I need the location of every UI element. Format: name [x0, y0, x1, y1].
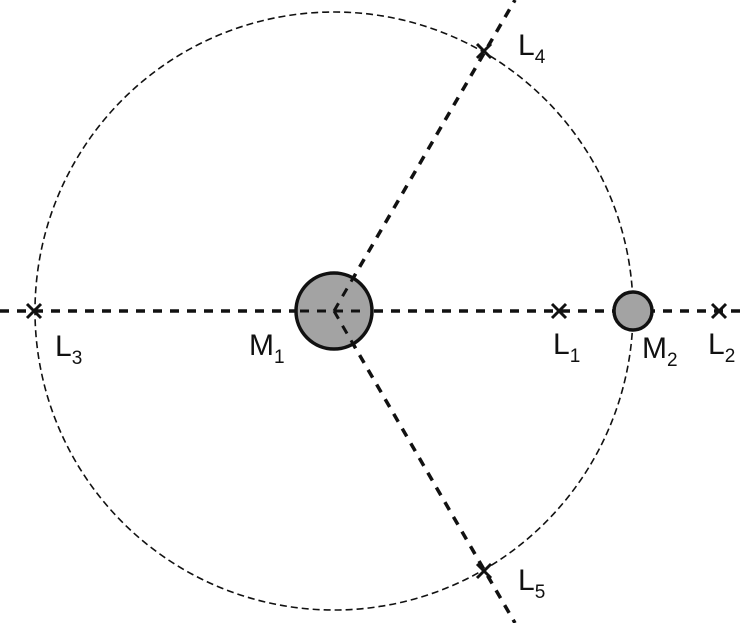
label-l5: L5 — [518, 564, 545, 603]
label-m1: M1 — [249, 329, 285, 368]
l5-marker — [475, 562, 493, 580]
l3-marker — [25, 302, 43, 320]
label-l4: L4 — [518, 29, 546, 68]
label-l1: L1 — [553, 328, 580, 367]
label-l3: L3 — [55, 330, 82, 369]
body-m1-axis-mark-lower — [332, 310, 358, 350]
body-m2 — [612, 290, 654, 332]
label-m2: M2 — [642, 332, 678, 371]
l2-marker — [710, 302, 728, 320]
l1-marker — [550, 302, 568, 320]
body-m1-axis-mark-upper — [332, 272, 358, 312]
l4-axis-line — [332, 0, 517, 312]
l4-marker — [475, 42, 493, 60]
label-l2: L2 — [708, 328, 735, 367]
